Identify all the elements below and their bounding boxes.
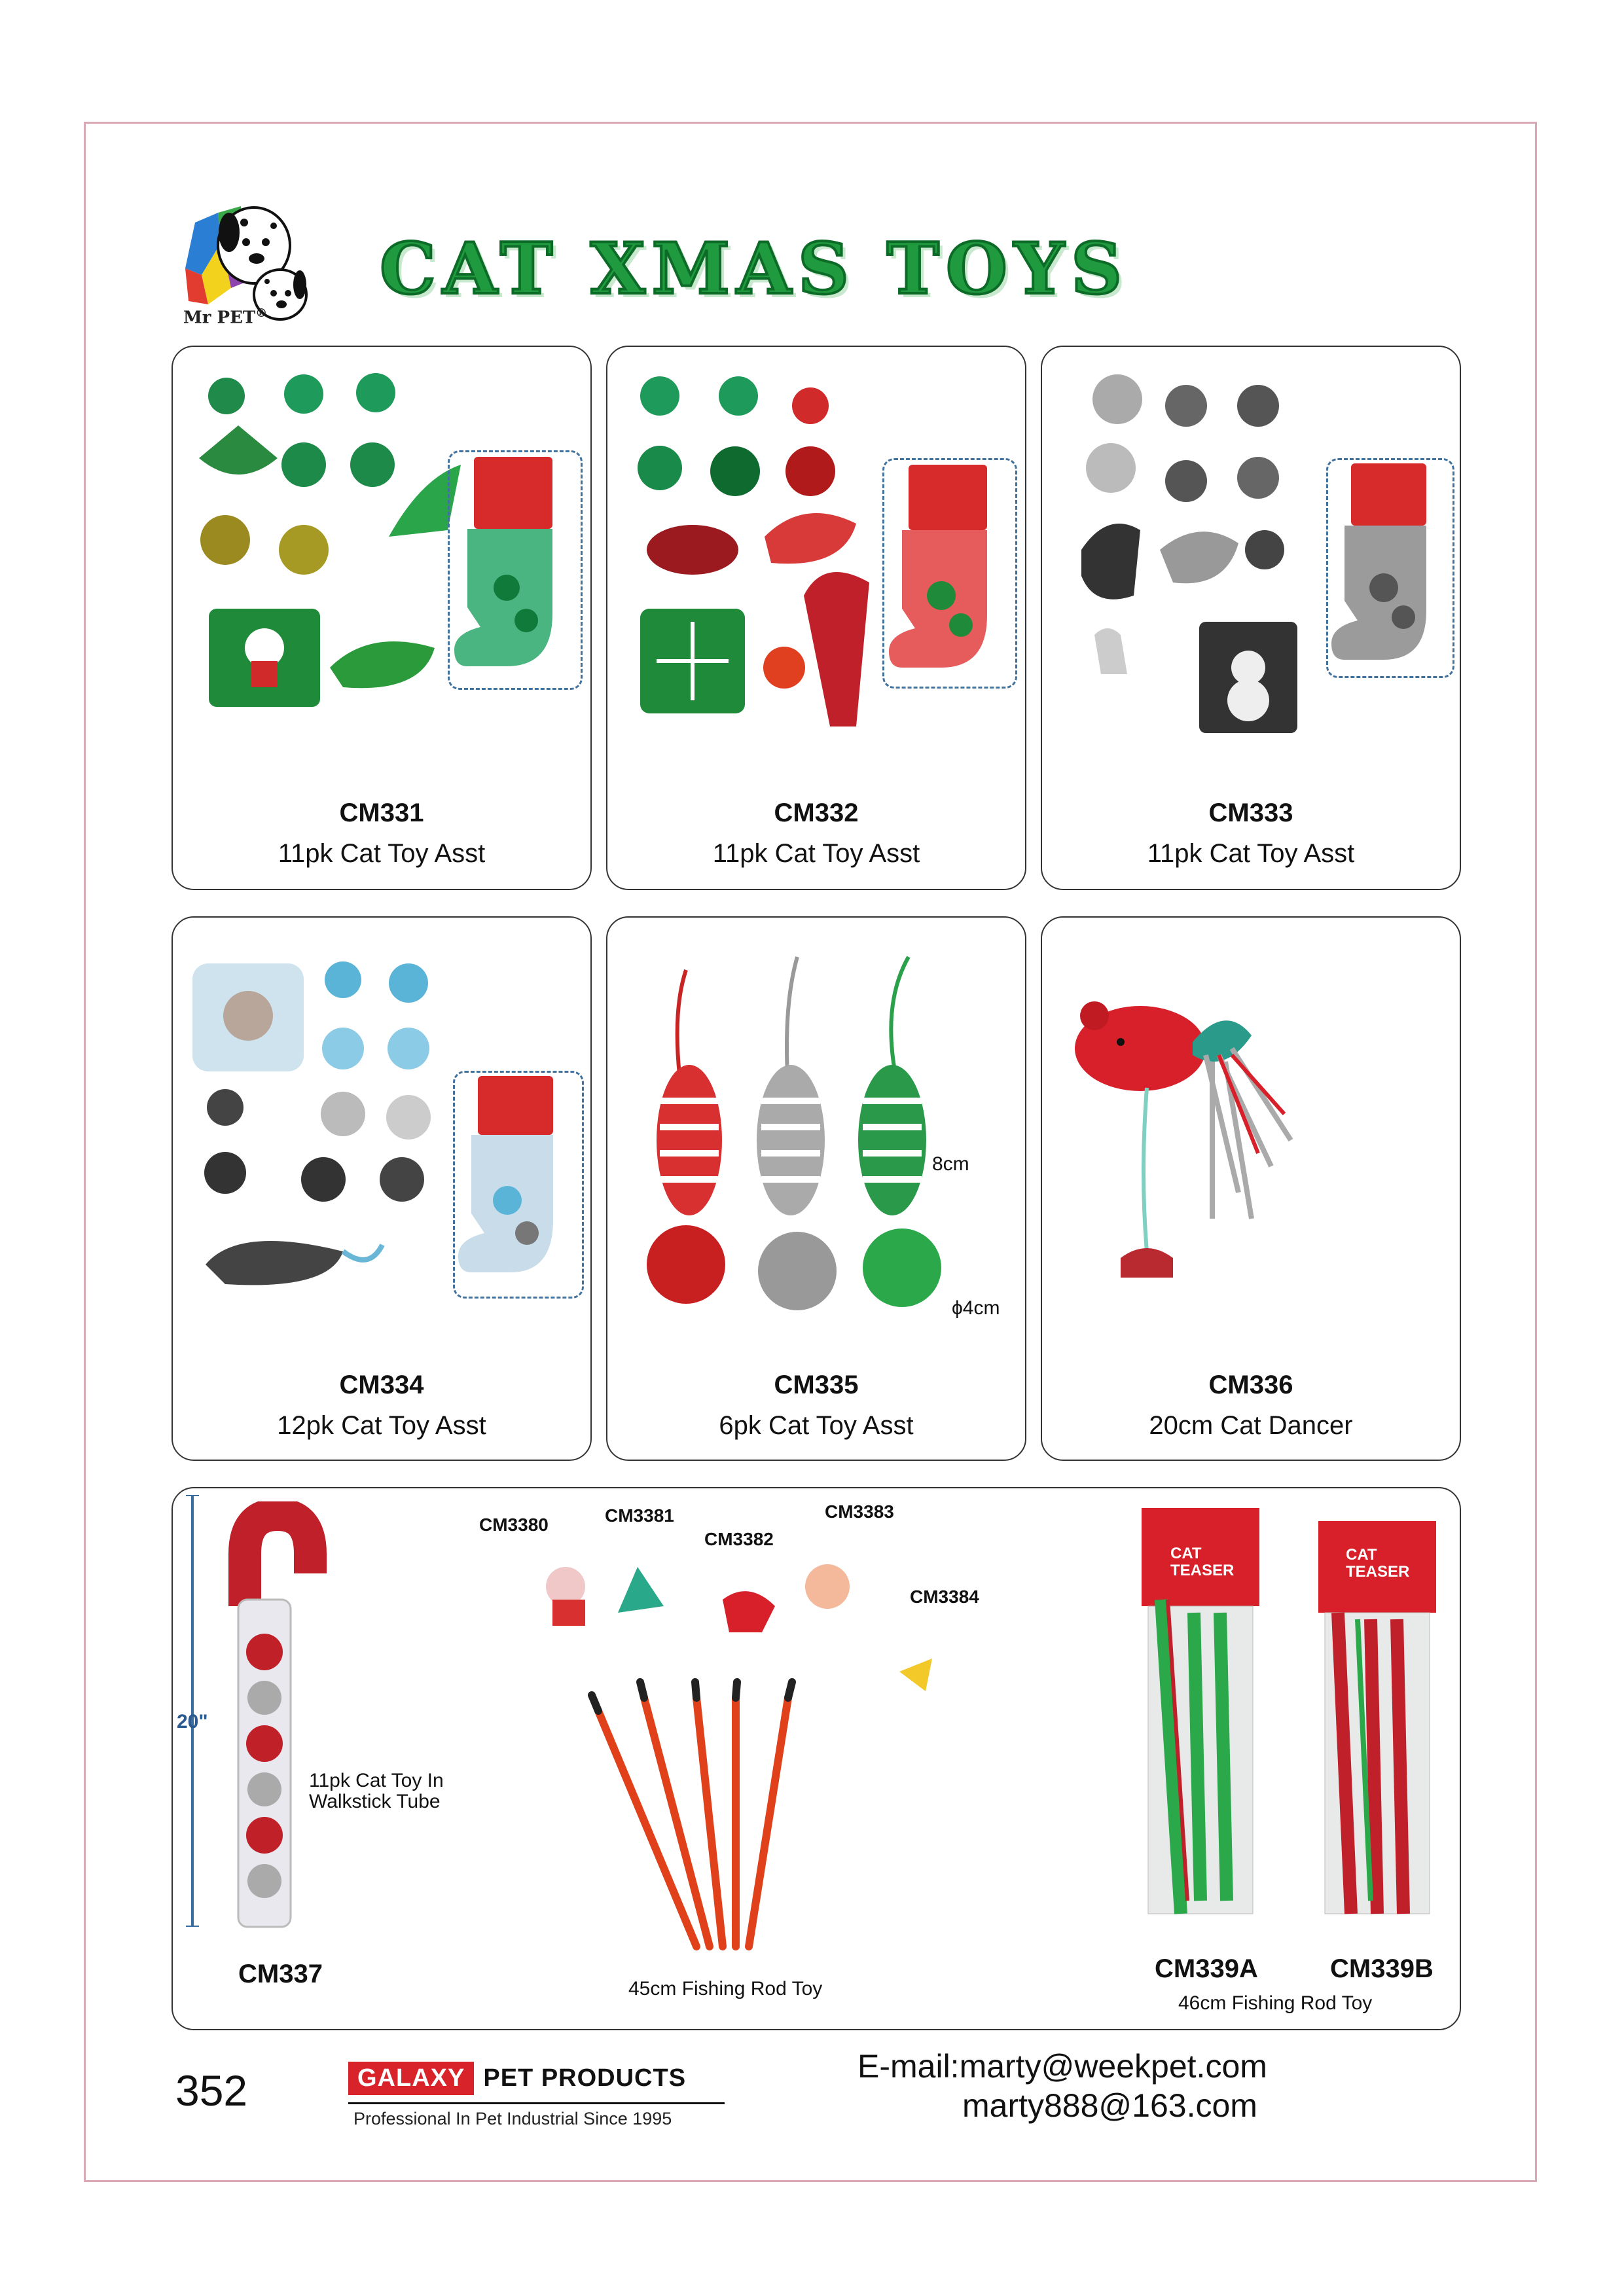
product-card-cm335[interactable]: 8cm ϕ4cm CM335 6pk Cat Toy Asst <box>606 916 1026 1461</box>
teaser-pack-b-title-line-1: CAT <box>1346 1546 1377 1564</box>
tube-description-line-2: Walkstick Tube <box>309 1791 441 1812</box>
green-toy-assortment-image <box>199 373 461 707</box>
mouse-size-label: 8cm <box>932 1153 969 1175</box>
stocking-package-frame <box>882 458 1017 689</box>
brand-underline <box>348 2102 725 2104</box>
candy-cane-tube-image <box>228 1501 327 1928</box>
product-card-cm331[interactable]: CM331 11pk Cat Toy Asst <box>171 346 592 890</box>
product-description: 11pk Cat Toy Asst <box>1147 839 1355 868</box>
product-description: 12pk Cat Toy Asst <box>277 1411 486 1440</box>
page-border <box>84 122 1537 2182</box>
product-code: CM336 <box>1208 1371 1293 1399</box>
contact-email-2[interactable]: marty888@163.com <box>962 2087 1257 2124</box>
contact-email-1[interactable]: E-mail:marty@weekpet.com <box>857 2048 1267 2085</box>
product-card-cm334[interactable]: CM334 12pk Cat Toy Asst <box>171 916 592 1461</box>
rod-code-cm3383: CM3383 <box>825 1501 894 1522</box>
logo-text: Mr PET® <box>183 306 268 328</box>
brand-logo: GALAXY PET PRODUCTS <box>348 2062 686 2095</box>
page-number: 352 <box>175 2066 248 2115</box>
ball-size-label: ϕ4cm <box>952 1297 1000 1319</box>
product-code: CM335 <box>774 1371 859 1399</box>
stocking-package-image <box>458 1076 553 1272</box>
product-card-bottom[interactable]: 20" 11pk Cat Toy In Walkstick Tube CM337… <box>171 1487 1461 2030</box>
teaser-pack-b-title-line-2: TEASER <box>1346 1563 1410 1581</box>
fishing-rod-toys-image <box>546 1564 932 1950</box>
rod-description: 45cm Fishing Rod Toy <box>628 1978 823 2000</box>
stocking-package-image <box>1331 463 1426 660</box>
cat-teaser-pack-a-image <box>1142 1508 1259 1914</box>
stocking-package-frame <box>448 450 583 690</box>
teaser-code-cm339b: CM339B <box>1330 1954 1434 1983</box>
product-code: CM333 <box>1208 798 1293 827</box>
stocking-package-frame <box>453 1071 584 1299</box>
rod-code-cm3382: CM3382 <box>704 1529 774 1549</box>
product-description: 11pk Cat Toy Asst <box>278 839 486 868</box>
mr-pet-logo-icon <box>185 206 308 321</box>
brand-tagline: Professional In Pet Industrial Since 199… <box>353 2109 672 2128</box>
teaser-code-cm339a: CM339A <box>1155 1954 1258 1983</box>
teaser-pack-a-title-line-1: CAT <box>1170 1545 1202 1562</box>
tube-product-code: CM337 <box>238 1960 323 1988</box>
stocking-package-frame <box>1326 458 1454 678</box>
brand-highlight: GALAXY <box>348 2062 475 2095</box>
brand-name: PET PRODUCTS <box>483 2064 687 2092</box>
product-description: 6pk Cat Toy Asst <box>719 1411 914 1440</box>
stocking-package-image <box>454 457 552 666</box>
teaser-pack-a-title-line-2: TEASER <box>1170 1562 1235 1579</box>
rod-code-cm3380: CM3380 <box>479 1515 549 1535</box>
product-card-cm333[interactable]: CM333 11pk Cat Toy Asst <box>1041 346 1461 890</box>
product-card-cm332[interactable]: CM332 11pk Cat Toy Asst <box>606 346 1026 890</box>
product-card-cm336[interactable]: CM336 20cm Cat Dancer <box>1041 916 1461 1461</box>
page-title: CAT XMAS TOYS <box>378 226 1129 312</box>
blue-silver-toy-assortment-image <box>192 961 431 1285</box>
cat-teaser-pack-b-image <box>1318 1521 1436 1914</box>
product-description: 11pk Cat Toy Asst <box>712 839 920 868</box>
rod-code-cm3381: CM3381 <box>605 1505 674 1526</box>
product-code: CM334 <box>339 1371 424 1399</box>
tube-description-line-1: 11pk Cat Toy In <box>309 1770 444 1791</box>
product-description: 20cm Cat Dancer <box>1149 1411 1353 1440</box>
mice-and-balls-image <box>647 956 941 1310</box>
product-code: CM331 <box>339 798 424 827</box>
silver-toy-assortment-image <box>1081 374 1297 733</box>
height-dimension-line <box>186 1495 199 1927</box>
cat-dancer-image <box>1075 1001 1293 1278</box>
rod-code-cm3384: CM3384 <box>910 1587 979 1607</box>
teaser-description: 46cm Fishing Rod Toy <box>1178 1992 1373 2014</box>
tube-height-label: 20" <box>177 1711 208 1732</box>
red-green-toy-assortment-image <box>638 376 869 726</box>
stocking-package-image <box>889 465 987 668</box>
product-code: CM332 <box>774 798 859 827</box>
